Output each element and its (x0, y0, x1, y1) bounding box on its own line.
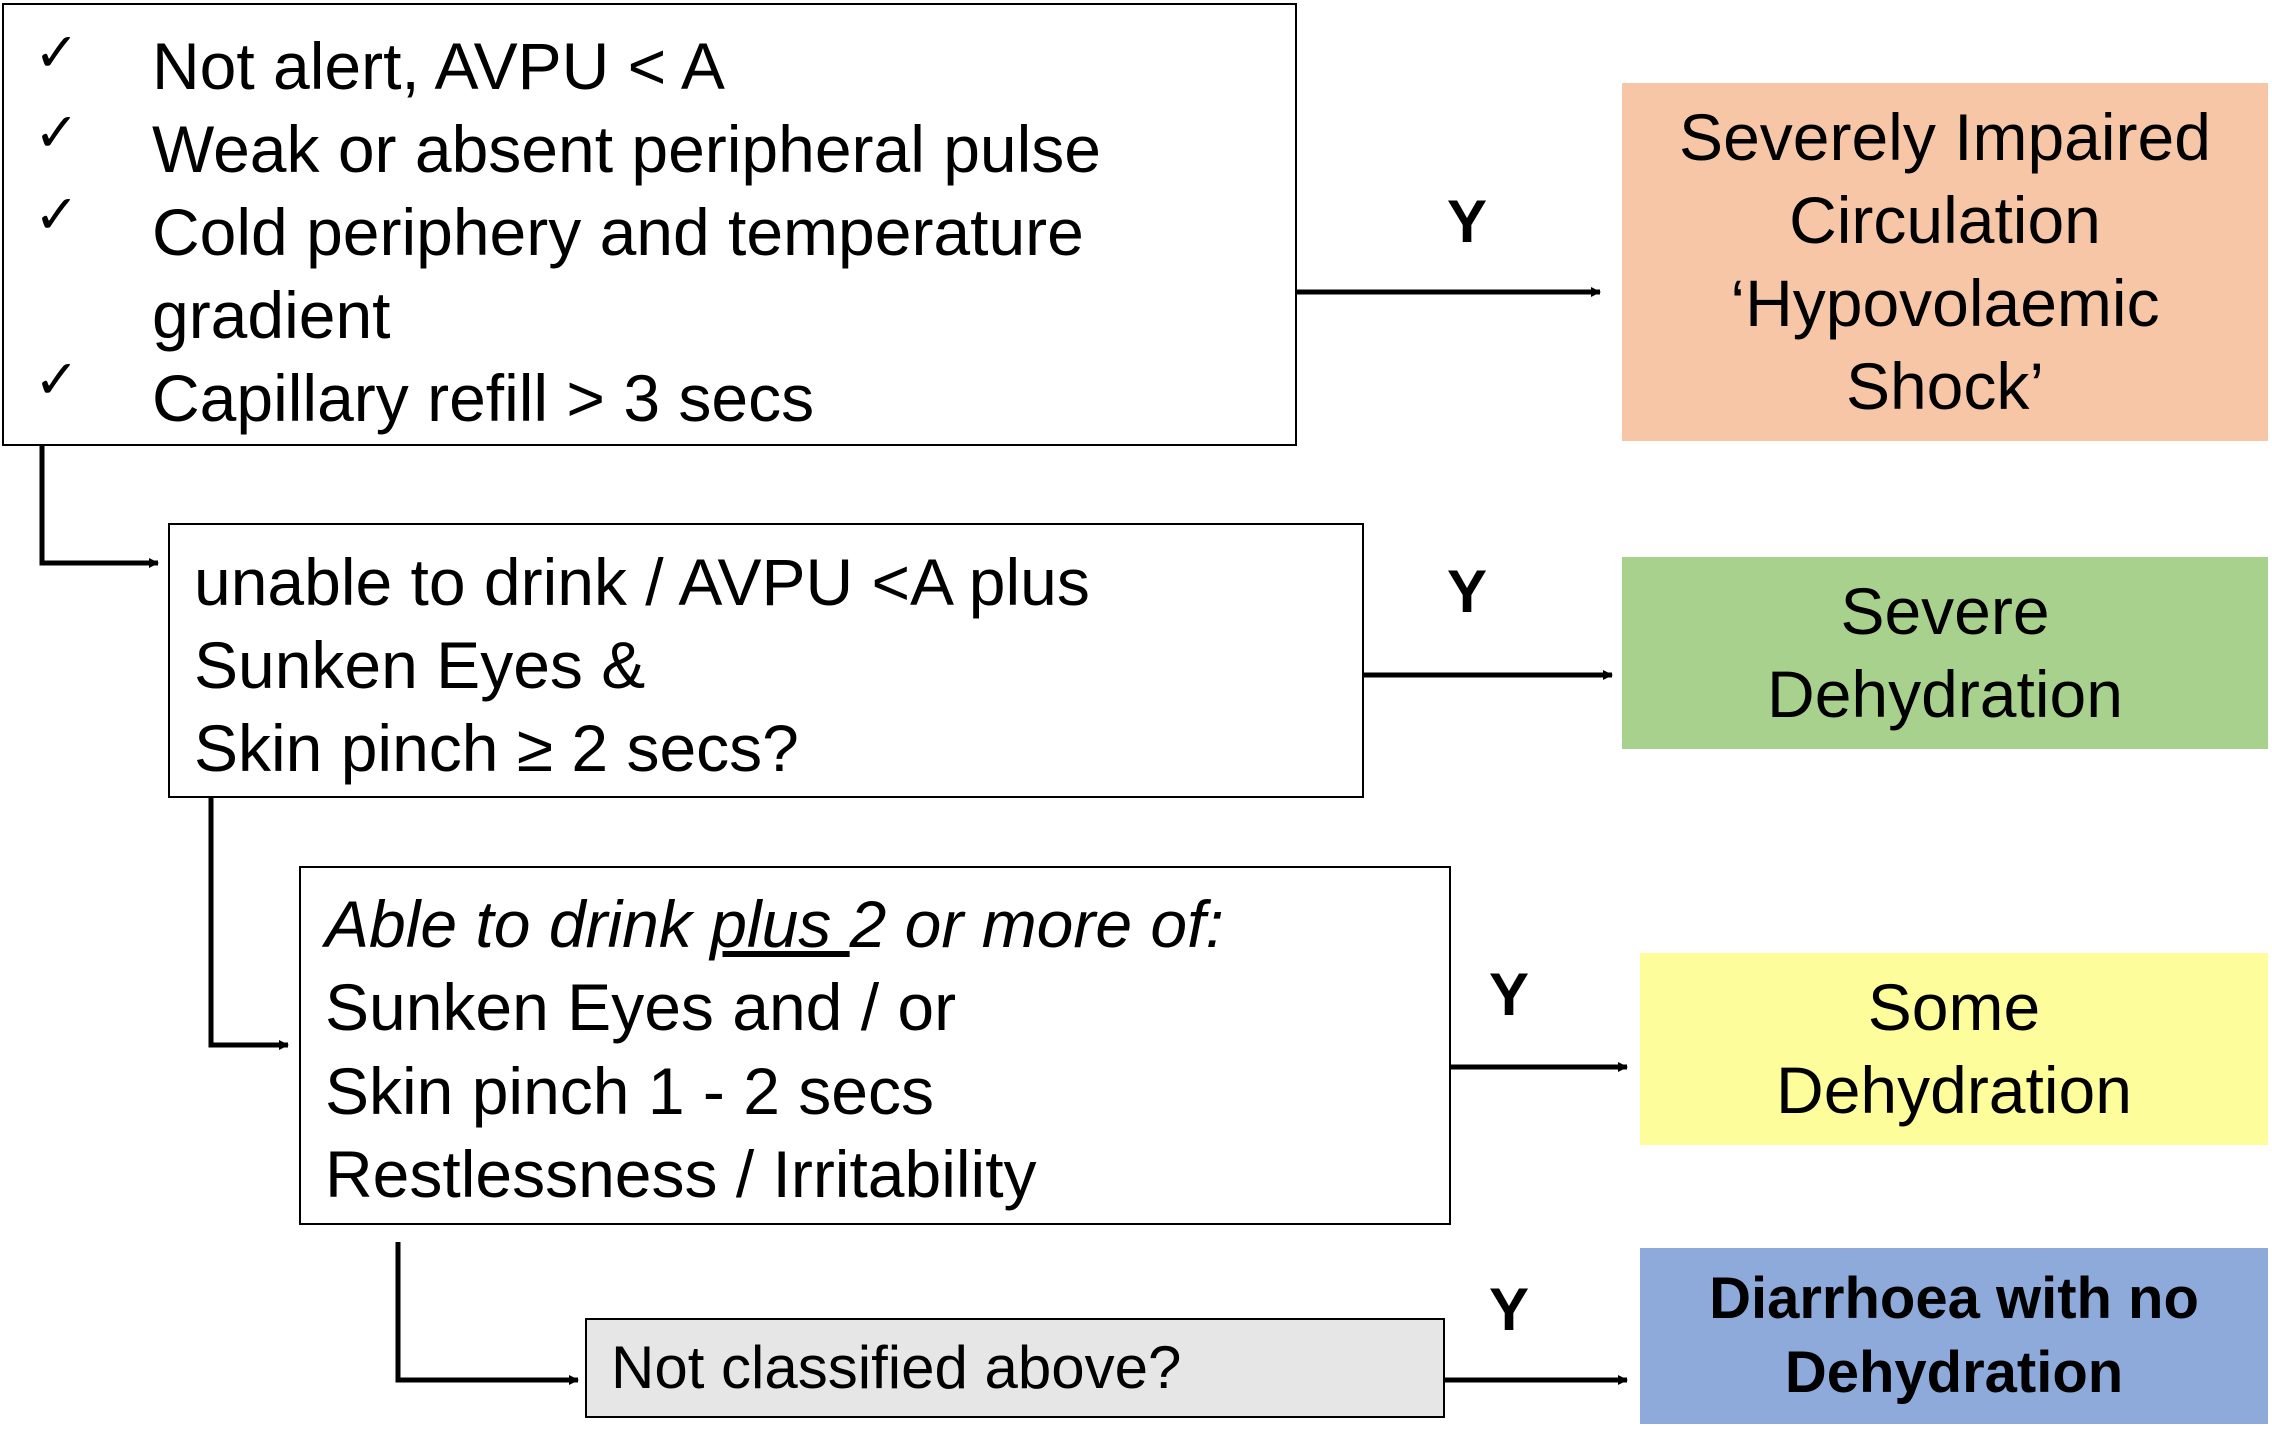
criterion-line: Skin pinch 1 - 2 secs (325, 1054, 934, 1128)
criterion-heading: Able to drink plus 2 or more of: (325, 883, 1224, 966)
arrow-box3-to-box4 (395, 1242, 579, 1385)
check-icon: ✓ (34, 183, 80, 246)
outcome-severe-dehydration: Severe Dehydration (1622, 557, 2268, 749)
criterion-line: Sunken Eyes & (194, 628, 646, 702)
outcome-label: Some (1867, 970, 2041, 1044)
criterion-line: Capillary refill > 3 secs (152, 361, 815, 435)
outcome-some-dehydration: Some Dehydration (1640, 953, 2268, 1145)
criteria-box-severe: unable to drink / AVPU <A plus Sunken Ey… (168, 523, 1364, 798)
yes-label: Y (1447, 188, 1488, 255)
heading-part: Able to drink (325, 887, 711, 961)
outcome-label: Severely Impaired (1679, 100, 2211, 174)
criterion-line: Weak or absent peripheral pulse (152, 112, 1102, 186)
criterion-line: Not classified above? (611, 1334, 1182, 1401)
criteria-box-none: Not classified above? (585, 1318, 1445, 1418)
outcome-no-dehydration: Diarrhoea with no Dehydration (1640, 1248, 2268, 1424)
check-icon: ✓ (34, 101, 80, 164)
criteria-box-shock: ✓ Not alert, AVPU < A ✓ Weak or absent p… (2, 3, 1297, 446)
heading-part-emphasis: plus (710, 887, 850, 961)
criterion-line: Not alert, AVPU < A (152, 29, 725, 103)
outcome-label: Dehydration (1776, 1053, 2132, 1127)
criterion-line: Restlessness / Irritability (325, 1137, 1037, 1211)
outcome-label: Diarrhoea with no (1709, 1266, 2199, 1331)
heading-part: 2 or more of: (849, 887, 1224, 961)
yes-label: Y (1447, 558, 1488, 625)
criterion-line: Skin pinch ≥ 2 secs? (194, 711, 799, 785)
outcome-label: Circulation (1789, 183, 2101, 257)
yes-label: Y (1489, 961, 1530, 1028)
criterion-line: Sunken Eyes and / or (325, 970, 957, 1044)
outcome-label: Shock’ (1845, 349, 2045, 423)
arrow-box1-to-box2 (39, 440, 159, 568)
criterion-line-continuation: gradient (152, 278, 391, 352)
arrow-box2-to-box3 (208, 796, 289, 1050)
outcome-label: Dehydration (1767, 657, 2123, 731)
criteria-box-some: Able to drink plus 2 or more of: Sunken … (299, 866, 1451, 1225)
criterion-line: Cold periphery and temperature (152, 195, 1084, 269)
outcome-label: ‘Hypovolaemic (1730, 266, 2160, 340)
check-icon: ✓ (34, 21, 80, 84)
outcome-hypovolaemic-shock: Severely Impaired Circulation ‘Hypovolae… (1622, 83, 2268, 441)
outcome-label: Dehydration (1784, 1340, 2124, 1405)
outcome-label: Severe (1840, 574, 2050, 648)
check-icon: ✓ (34, 348, 80, 411)
yes-label: Y (1489, 1276, 1530, 1343)
criterion-line: unable to drink / AVPU <A plus (194, 545, 1090, 619)
